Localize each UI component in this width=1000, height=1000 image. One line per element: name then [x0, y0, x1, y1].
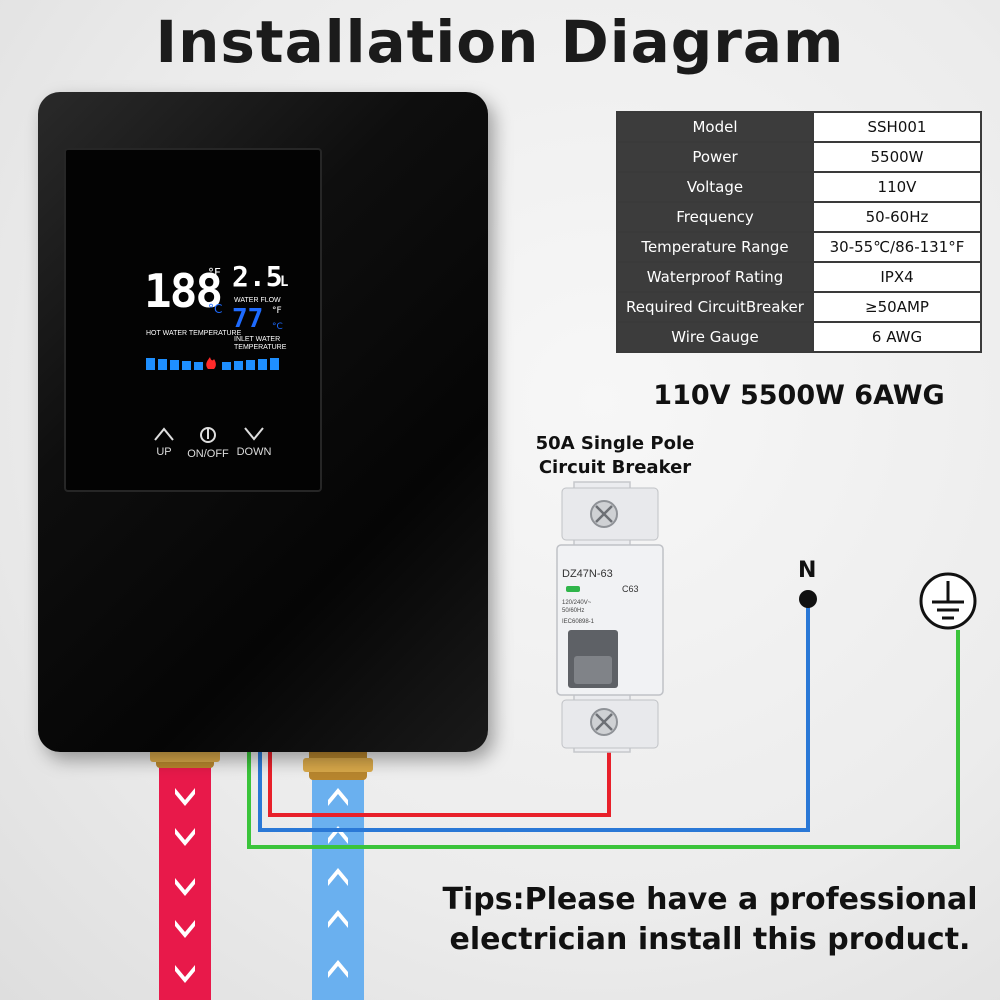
spec-label: Voltage [616, 171, 814, 203]
spec-label: Power [616, 141, 814, 173]
breaker-standard: IEC60898-1 [562, 619, 595, 625]
spec-value: IPX4 [812, 261, 982, 293]
down-button-label: DOWN [236, 446, 272, 458]
spec-value: 110V [812, 171, 982, 203]
screw-icon [590, 500, 618, 528]
inlet-label-1: INLET WATER [234, 336, 281, 343]
breaker-label: 50A Single Pole Circuit Breaker [520, 432, 710, 480]
power-level-bar [146, 357, 279, 370]
up-arrow-icon [154, 427, 174, 441]
breaker-label-line1: 50A Single Pole [535, 433, 695, 454]
breaker-rating: C63 [622, 584, 639, 594]
cold-fitting-nut [303, 758, 373, 772]
breaker-model: DZ47N-63 [562, 568, 613, 580]
down-arrow-icon [244, 427, 264, 441]
neutral-label: N [798, 558, 817, 583]
ground-symbol-icon [919, 572, 977, 630]
circuit-breaker [556, 481, 664, 753]
neutral-wire [258, 600, 810, 832]
up-button[interactable]: UP [134, 426, 194, 458]
hot-unit-f: °F [208, 266, 221, 280]
spec-label: Model [616, 111, 814, 143]
flow-readout: 2.5 [232, 260, 283, 293]
inlet-temp-readout: 77 [232, 304, 264, 334]
flame-icon [206, 357, 216, 369]
down-button[interactable]: DOWN [224, 426, 284, 458]
inlet-unit-f: °F [272, 306, 282, 316]
breaker-voltage: 120/240V~ [562, 600, 592, 606]
spec-label: Temperature Range [616, 231, 814, 263]
inlet-label-2: TEMPERATURE [234, 344, 287, 351]
heater-screen: 188 °F °C HOT WATER TEMPERATURE 2.5 L WA… [64, 148, 322, 492]
flow-unit: L [280, 274, 289, 290]
spec-label: Waterproof Rating [616, 261, 814, 293]
hot-temp-readout: 188 [144, 264, 223, 318]
flow-label: WATER FLOW [234, 297, 281, 304]
up-button-label: UP [156, 446, 172, 458]
power-button[interactable]: ON/OFF [178, 426, 238, 460]
breaker-indicator [566, 586, 580, 592]
tips-line1: Tips:Please have a professional [442, 882, 978, 917]
ground-wire [247, 630, 960, 849]
hot-flow-arrows [175, 788, 195, 983]
spec-label: Frequency [616, 201, 814, 233]
spec-summary: 110V 5500W 6AWG [653, 380, 945, 411]
spec-value: SSH001 [812, 111, 982, 143]
screw-icon [590, 708, 618, 736]
spec-value: ≥50AMP [812, 291, 982, 323]
inlet-unit-c: °C [272, 322, 283, 332]
spec-row: Required CircuitBreaker≥50AMP [616, 291, 982, 323]
tips-text: Tips:Please have a professional electric… [440, 880, 980, 960]
power-button-label: ON/OFF [187, 448, 229, 460]
breaker-toggle [574, 656, 612, 684]
cold-water-pipe [312, 778, 364, 1000]
spec-value: 6 AWG [812, 321, 982, 353]
live-wire [268, 742, 611, 817]
spec-label: Required CircuitBreaker [616, 291, 814, 323]
hot-temp-label: HOT WATER TEMPERATURE [146, 330, 242, 337]
spec-value: 5500W [812, 141, 982, 173]
page-title: Installation Diagram [155, 8, 845, 76]
tips-line2: electrician install this product. [449, 922, 971, 957]
spec-value: 30-55℃/86-131°F [812, 231, 982, 263]
breaker-label-line2: Circuit Breaker [538, 457, 692, 478]
spec-value: 50-60Hz [812, 201, 982, 233]
hot-unit-c: °C [208, 302, 223, 316]
spec-label: Wire Gauge [616, 321, 814, 353]
neutral-terminal [799, 590, 817, 608]
breaker-freq: 50/60Hz [562, 608, 585, 614]
power-icon [200, 427, 216, 443]
